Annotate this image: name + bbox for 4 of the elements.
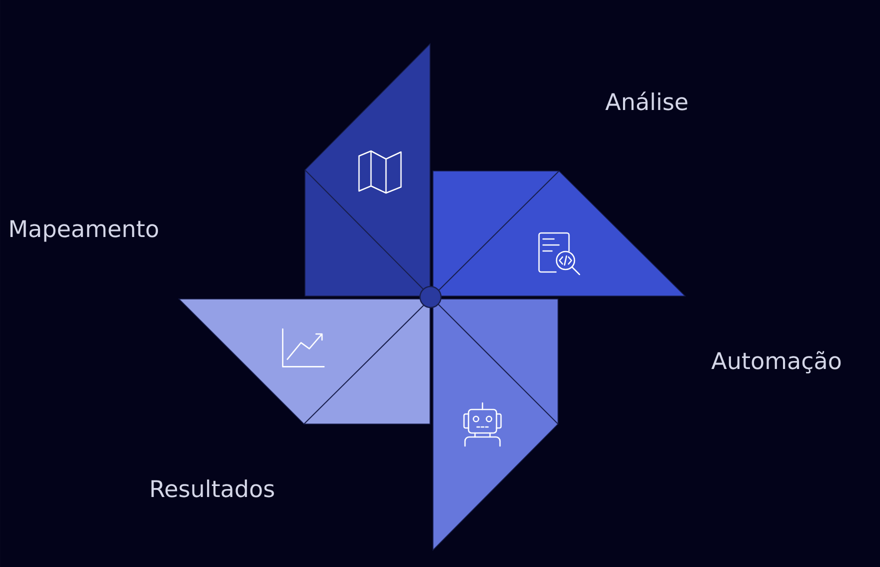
label-text: Resultados	[151, 480, 274, 498]
label-text: Automação	[711, 351, 841, 374]
label-text: Mapeamento	[10, 220, 158, 242]
label-text: Análise	[605, 92, 688, 110]
